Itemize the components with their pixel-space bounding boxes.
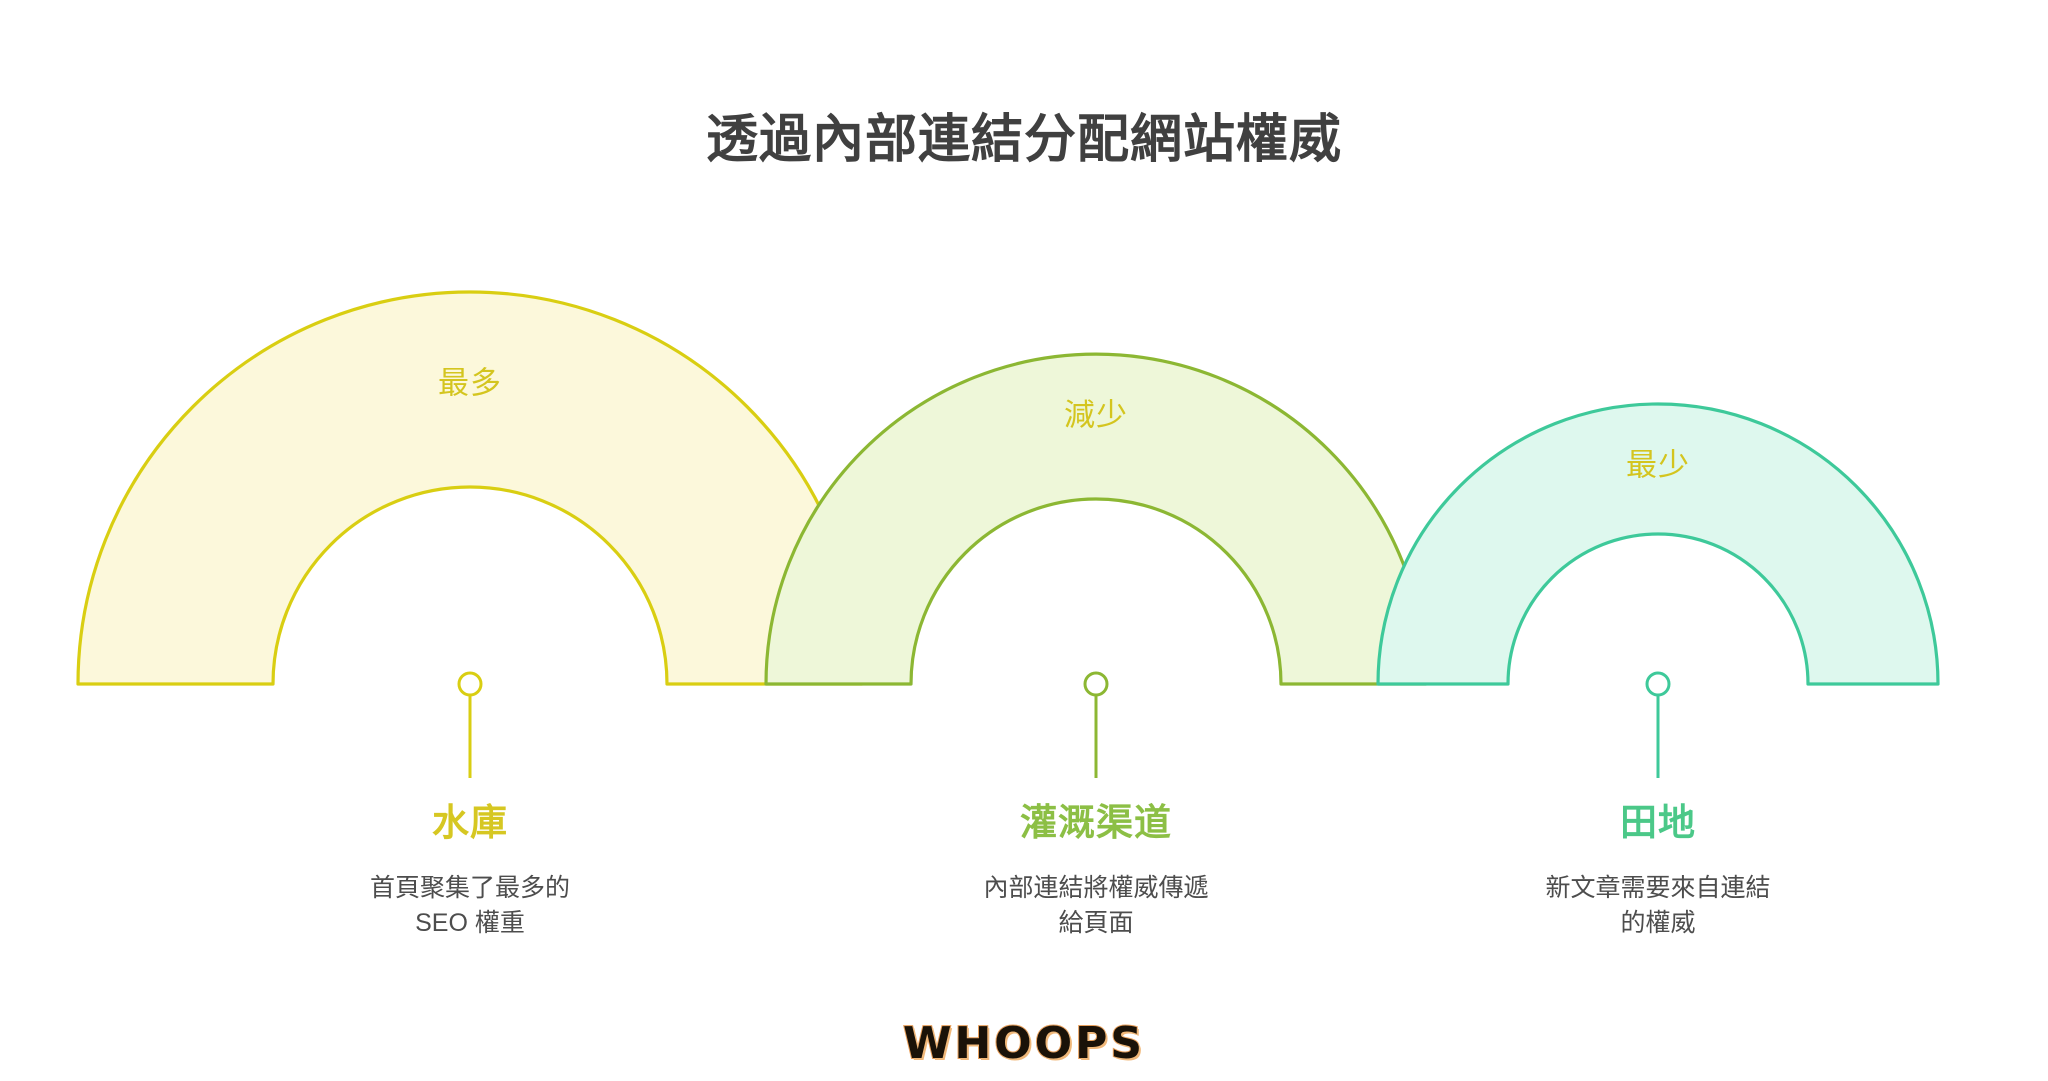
stage-description-2-line1: 內部連結將權威傳遞 [983,873,1209,902]
stage-description-1-line1: 首頁聚集了最多的 [369,873,570,902]
pin-marker-2 [1083,671,1109,778]
stage-description-3-line1: 新文章需要來自連結 [1545,873,1771,902]
arc-label-2: 減少 [1064,397,1128,433]
pin-marker-3 [1645,671,1671,778]
stage-column-1: 水庫 首頁聚集了最多的 SEO 權重 [260,802,680,942]
stage-description-3: 新文章需要來自連結 的權威 [1448,871,1868,942]
stage-title-1: 水庫 [432,802,508,843]
arc-label-3: 最少 [1626,447,1690,483]
stage-description-1: 首頁聚集了最多的 SEO 權重 [260,871,680,942]
stage-title-2: 灌溉渠道 [1020,802,1172,843]
stage-description-3-line2: 的權威 [1620,909,1696,938]
arc-label-1: 最多 [438,365,502,401]
stage-column-2: 灌溉渠道 內部連結將權威傳遞 給頁面 [886,802,1306,942]
stage-column-3: 田地 新文章需要來自連結 的權威 [1448,802,1868,942]
page-title: 透過內部連結分配網站權威 [705,111,1342,169]
arc-shape-1 [76,290,864,686]
stage-description-2-line2: 給頁面 [1058,909,1134,938]
stage-title-3: 田地 [1620,802,1696,843]
watermark-logo: WHOOPS [902,1017,1146,1070]
stage-description-2: 內部連結將權威傳遞 給頁面 [886,871,1306,942]
pin-marker-1 [457,671,483,778]
stage-description-1-line2: SEO 權重 [415,909,525,938]
